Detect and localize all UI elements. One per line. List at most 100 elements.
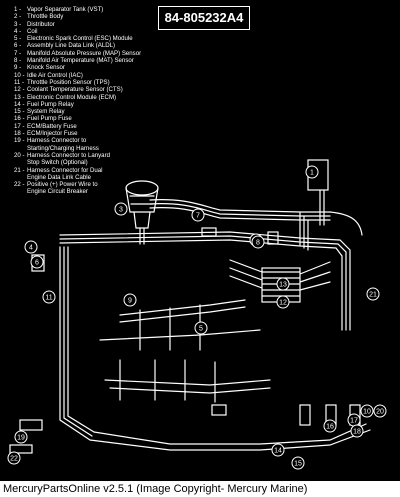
legend-item: 4 - Coil	[14, 28, 224, 35]
legend-text: Knock Sensor	[27, 64, 65, 72]
callout-label: 7	[196, 213, 200, 220]
callout-12: 12	[276, 295, 290, 309]
legend-item: 15 -System Relay	[14, 108, 224, 115]
callout-14: 14	[271, 443, 285, 457]
legend-item: 7 - Manifold Absolute Pressure (MAP) Sens…	[14, 50, 224, 57]
callout-label: 11	[45, 295, 52, 302]
legend-number: 21 -	[14, 166, 25, 174]
legend-number: 2 -	[14, 13, 22, 21]
legend-text: System Relay	[27, 108, 65, 116]
legend-item: 13 -Electronic Control Module (ECM)	[14, 94, 224, 101]
legend-item: 18 -ECM/Injector Fuse	[14, 130, 224, 137]
legend-text: Electronic Spark Control (ESC) Module	[27, 35, 133, 43]
legend-item: 19 -Harness Connector to	[14, 137, 224, 144]
part-number: 84-805232A4	[164, 10, 244, 25]
callout-4: 4	[24, 240, 38, 254]
legend-text: Coil	[27, 27, 38, 35]
legend-item: 6 -Assembly Line Data Link (ALDL)	[14, 42, 224, 49]
legend-item: 11 -Throttle Position Sensor (TPS)	[14, 79, 224, 86]
legend-number: 11 -	[14, 78, 25, 86]
legend-text: Engine Circuit Breaker	[27, 188, 88, 196]
legend-number: 7 -	[14, 49, 22, 57]
callout-1: 1	[305, 165, 319, 179]
callout-11: 11	[42, 290, 56, 304]
legend-text: Vapor Separator Tank (VST)	[27, 6, 104, 13]
legend-text: Throttle Body	[27, 13, 64, 21]
legend-number: 22 -	[14, 181, 25, 189]
legend-number: 10 -	[14, 71, 25, 79]
legend-item: Starting/Charging Harness	[14, 145, 224, 152]
legend-item: 1 -Vapor Separator Tank (VST)	[14, 6, 224, 13]
legend-number: 3 -	[14, 20, 22, 28]
legend-number: 19 -	[14, 137, 25, 145]
callout-label: 16	[326, 424, 334, 431]
callout-label: 12	[279, 300, 287, 307]
callout-19: 19	[14, 430, 28, 444]
callout-label: 13	[279, 282, 287, 289]
legend-text: Harness Connector to Lanyard	[27, 151, 110, 159]
callout-label: 3	[119, 207, 123, 214]
legend-number: 5 -	[14, 35, 22, 43]
legend-text: Harness Connector to	[27, 137, 87, 145]
legend-text: Fuel Pump Relay	[27, 100, 74, 108]
legend-number: 20 -	[14, 151, 25, 159]
callout-7: 7	[191, 208, 205, 222]
legend-number: 6 -	[14, 42, 22, 50]
callout-label: 21	[369, 292, 377, 299]
callout-20: 20	[373, 404, 387, 418]
callout-label: 1	[310, 170, 314, 177]
callout-label: 18	[353, 429, 361, 436]
legend-text: Positive (+) Power Wire to	[27, 181, 98, 189]
wiring-harness-drawing: 12345678910111213141516171819202122	[7, 159, 387, 470]
callout-10: 10	[360, 404, 374, 418]
callout-label: 10	[363, 409, 371, 416]
legend-item: 20 -Harness Connector to Lanyard	[14, 152, 224, 159]
callout-9: 9	[123, 293, 137, 307]
legend-text: Manifold Air Temperature (MAT) Sensor	[27, 57, 134, 65]
legend-text: Throttle Position Sensor (TPS)	[27, 78, 110, 86]
callout-label: 4	[29, 245, 33, 252]
legend-item: Stop Switch (Optional)	[14, 159, 224, 166]
legend-text: Distributor	[27, 20, 55, 28]
legend-text: Idle Air Control (IAC)	[27, 71, 83, 79]
legend-item: 14 -Fuel Pump Relay	[14, 101, 224, 108]
callout-label: 17	[350, 418, 358, 425]
legend-item: 5 - Electronic Spark Control (ESC) Module	[14, 35, 224, 42]
image-caption: MercuryPartsOnline v2.5.1 (Image Copyrig…	[0, 481, 400, 497]
distributor-drawing	[125, 180, 159, 245]
legend-text: Fuel Pump Fuse	[27, 115, 72, 123]
injector-harness	[99, 299, 271, 403]
callout-label: 5	[199, 326, 203, 333]
part-number-box: 84-805232A4	[158, 6, 250, 30]
callout-8: 8	[251, 235, 265, 249]
legend-item: 3 - Distributor	[14, 21, 224, 28]
legend-item: Engine Data Link Cable	[14, 174, 224, 181]
legend-item: 2 - Throttle Body	[14, 13, 224, 20]
callout-label: 9	[128, 298, 132, 305]
legend-item: 21 -Harness Connector for Dual	[14, 167, 224, 174]
harness-main-run	[59, 189, 371, 451]
callout-label: 22	[10, 456, 18, 463]
legend-number: 13 -	[14, 93, 25, 101]
callout-18: 18	[350, 424, 364, 438]
legend-number: 16 -	[14, 115, 25, 123]
legend-number: 18 -	[14, 130, 25, 138]
legend-text: Stop Switch (Optional)	[27, 159, 88, 167]
legend-item: 10 -Idle Air Control (IAC)	[14, 72, 224, 79]
callout-16: 16	[323, 419, 337, 433]
legend-item: 22 -Positive (+) Power Wire to	[14, 181, 224, 188]
callout-3: 3	[114, 202, 128, 216]
wiring-diagram: 84-805232A4 1 -Vapor Separator Tank (VST…	[7, 6, 387, 470]
legend-text: Starting/Charging Harness	[27, 144, 99, 152]
callout-21: 21	[366, 287, 380, 301]
callout-15: 15	[291, 456, 305, 470]
legend-item: 17 -ECM/Battery Fuse	[14, 123, 224, 130]
legend-number: 4 -	[14, 27, 22, 35]
legend-number: 17 -	[14, 122, 25, 130]
callout-label: 14	[274, 448, 282, 455]
callout-label: 20	[376, 409, 384, 416]
sensor-connectors	[9, 159, 361, 454]
legend-number: 12 -	[14, 86, 25, 94]
legend-text: Manifold Absolute Pressure (MAP) Sensor	[27, 49, 142, 57]
legend-text: Coolant Temperature Sensor (CTS)	[27, 86, 123, 94]
